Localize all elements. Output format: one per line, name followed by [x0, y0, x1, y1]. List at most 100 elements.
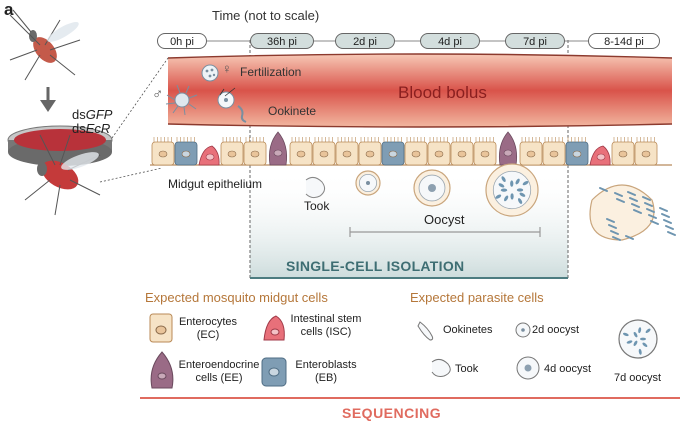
nucleus — [268, 367, 280, 377]
midgut-epithelium-label: Midgut epithelium — [168, 177, 263, 191]
midgut-epithelium-cells — [151, 131, 658, 166]
treatment-gene-ecr: EcR — [85, 121, 111, 136]
sporozoite — [627, 191, 636, 196]
timeline-point: 36h pi — [250, 33, 314, 49]
sporozoite — [519, 192, 526, 197]
mosquito-cells-heading: Expected mosquito midgut cells — [145, 290, 328, 305]
ee-cell — [268, 131, 288, 166]
sporozoite — [515, 178, 520, 185]
nucleus — [227, 150, 237, 158]
legend-eb-label: Enteroblasts (EB) — [290, 359, 362, 385]
sporozoite — [608, 224, 617, 229]
legend-took-icon — [431, 358, 451, 377]
nucleus — [526, 150, 536, 158]
sporozoite — [498, 183, 505, 188]
legend-7d-oocyst-label: 7d oocyst — [614, 372, 662, 384]
sporozoite — [642, 196, 651, 201]
nucleus — [480, 150, 490, 158]
burst-oocyst — [589, 184, 655, 241]
sporozoite — [642, 342, 648, 348]
sporozoite — [633, 209, 642, 214]
oocyst-label: Oocyst — [424, 212, 465, 227]
nucleus — [524, 364, 532, 372]
mosquito-top — [9, 9, 81, 81]
nucleus — [618, 150, 628, 158]
sporozoite — [612, 236, 621, 241]
legend-ec-line1: Enterocytes — [178, 316, 238, 328]
oocyst-7d-inner — [492, 170, 532, 210]
sporozoite — [626, 340, 633, 344]
sporozoite — [517, 198, 523, 204]
sporozoite — [510, 193, 514, 200]
took-label: Took — [304, 199, 330, 213]
sporozoite — [500, 188, 508, 192]
legend-isc-icon — [263, 315, 285, 341]
blood-bolus-label: Blood bolus — [398, 83, 487, 102]
sporozoite — [501, 176, 506, 182]
legend-eb-line1: Enteroblasts — [295, 359, 357, 371]
sporozoite — [622, 332, 629, 337]
parasite-cells-heading: Expected parasite cells — [410, 290, 544, 305]
fertilization-label: Fertilization — [240, 65, 302, 79]
male-symbol: ♂ — [152, 86, 164, 103]
sporozoite — [665, 225, 674, 230]
nucleus — [641, 150, 651, 158]
legend-took-label: Took — [455, 363, 479, 375]
sporozoite — [650, 220, 659, 225]
fertilization-gametes — [165, 64, 247, 123]
sporozoite — [663, 219, 672, 224]
sporozoite — [648, 214, 657, 219]
nucleus — [250, 150, 260, 158]
legend-isc-line2: cells (ISC) — [300, 326, 352, 338]
nucleus — [273, 149, 283, 157]
timeline-point: 0h pi — [157, 33, 207, 49]
nucleus — [503, 149, 513, 157]
female-symbol: ♀ — [222, 61, 232, 76]
sequencing-label: SEQUENCING — [342, 405, 442, 421]
sporozoite — [667, 231, 676, 236]
legend-ookinete-icon — [417, 321, 434, 341]
sporozoite — [661, 213, 670, 218]
legend-4d-oocyst-label: 4d oocyst — [544, 363, 592, 375]
nucleus — [365, 150, 375, 158]
timeline-point: 7d pi — [505, 33, 565, 49]
nucleus — [296, 150, 306, 158]
sporozoite — [606, 218, 615, 223]
ee-cell — [498, 131, 518, 166]
legend-ec-label: Enterocytes (EC) — [176, 316, 240, 342]
legend-ookinetes-label: Ookinetes — [443, 324, 493, 336]
legend-7d-oocyst-icon — [618, 319, 658, 359]
nucleus — [319, 150, 329, 158]
nucleus — [457, 150, 467, 158]
legend-ee-line2: cells (EE) — [195, 372, 243, 384]
nucleus — [181, 150, 191, 158]
sporozoite — [614, 192, 623, 197]
nucleus — [596, 153, 606, 161]
timeline-point: 4d pi — [420, 33, 480, 49]
mosquito-bottom — [24, 134, 101, 216]
sporozoite — [629, 197, 638, 202]
nucleus — [158, 150, 168, 158]
legend-ee-line1: Enteroendocrine — [178, 359, 260, 371]
nucleus — [155, 325, 167, 335]
timeline-title: Time (not to scale) — [212, 8, 320, 23]
legend-isc-line1: Intestinal stem — [290, 313, 362, 325]
sporozoite — [640, 337, 646, 341]
treatment-prefix-1: ds — [72, 107, 86, 122]
blood-bolus-band — [168, 54, 672, 127]
sporozoite — [625, 235, 634, 240]
oocysts — [305, 163, 676, 241]
oocyst-2d-nucleus — [366, 181, 370, 185]
treatment-label: dsGFP dsEcR — [72, 108, 112, 136]
legend-ee-label: Enteroendocrine cells (EE) — [176, 359, 262, 385]
sporozoite — [610, 230, 619, 235]
sporozoite — [599, 187, 608, 192]
panel-label: a — [4, 0, 14, 19]
sporozoite — [633, 331, 638, 338]
nucleus — [521, 328, 525, 332]
sporozoite — [504, 195, 509, 202]
sporozoite — [495, 194, 502, 199]
oocyst-4d-nucleus — [428, 184, 436, 192]
nucleus — [388, 150, 398, 158]
